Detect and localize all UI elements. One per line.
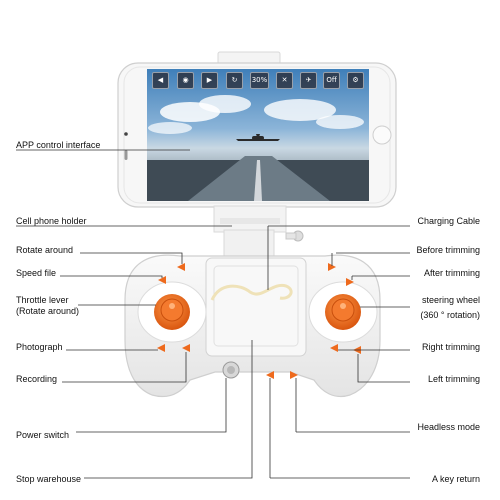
photograph-button <box>157 344 165 352</box>
stop-warehouse-tray <box>205 257 307 357</box>
label-photograph: Photograph <box>16 342 63 352</box>
gravity-icon[interactable]: ✈ <box>300 72 317 89</box>
rotate-icon[interactable]: ↻ <box>226 72 243 89</box>
label-after-trimming: After trimming <box>423 268 480 278</box>
throttle-lever-knob <box>154 294 190 330</box>
label-speed-file: Speed file <box>16 268 57 278</box>
speed-file-button <box>158 276 166 284</box>
label-steering-wheel-sub: (360 ° rotation) <box>420 310 480 320</box>
label-rotate-around: Rotate around <box>16 245 74 255</box>
headless-mode-button <box>266 371 274 379</box>
label-power-switch: Power switch <box>16 430 70 440</box>
before-trimming-button <box>328 263 336 271</box>
phone <box>117 62 397 208</box>
after-trimming-button <box>346 278 354 286</box>
a-key-return-button <box>290 371 298 379</box>
label-app-control-interface: APP control interface <box>16 140 101 150</box>
label-headless-mode: Headless mode <box>417 422 480 432</box>
charging-cable <box>210 283 293 301</box>
controller-body <box>124 254 381 398</box>
phone-camera <box>124 132 128 136</box>
phone-home-button <box>372 125 392 145</box>
phone-holder-arm <box>213 205 304 261</box>
settings-icon[interactable]: ⚙ <box>347 72 364 89</box>
label-a-key-return: A key return <box>431 474 480 484</box>
recording-button <box>182 344 190 352</box>
video-icon[interactable]: ▶ <box>201 72 218 89</box>
off-icon[interactable]: Off <box>323 72 340 89</box>
right-trimming-button <box>330 344 338 352</box>
label-steering-wheel: steering wheel <box>421 295 480 305</box>
label-recording: Recording <box>16 374 58 384</box>
label-charging-cable: Charging Cable <box>417 216 480 226</box>
label-throttle-lever-sub: (Rotate around) <box>16 306 80 316</box>
rotate-around-button <box>177 263 185 271</box>
label-before-trimming: Before trimming <box>416 245 480 255</box>
label-right-trimming: Right trimming <box>421 342 480 352</box>
airplane <box>236 134 280 141</box>
phone-speaker <box>124 150 128 160</box>
label-left-trimming: Left trimming <box>427 374 480 384</box>
orange-buttons <box>157 263 361 379</box>
holder-top-clamp <box>217 51 281 65</box>
headless-icon[interactable]: ✕ <box>276 72 293 89</box>
steering-wheel-knob <box>325 294 361 330</box>
photo-icon[interactable]: ◉ <box>177 72 194 89</box>
back-icon[interactable]: ◀ <box>152 72 169 89</box>
leader-lines <box>16 149 410 479</box>
label-stop-warehouse: Stop warehouse <box>16 474 82 484</box>
label-cell-phone-holder: Cell phone holder <box>16 216 87 226</box>
speed-icon[interactable]: 30% <box>250 72 269 89</box>
label-throttle-lever: Throttle lever <box>16 295 69 305</box>
